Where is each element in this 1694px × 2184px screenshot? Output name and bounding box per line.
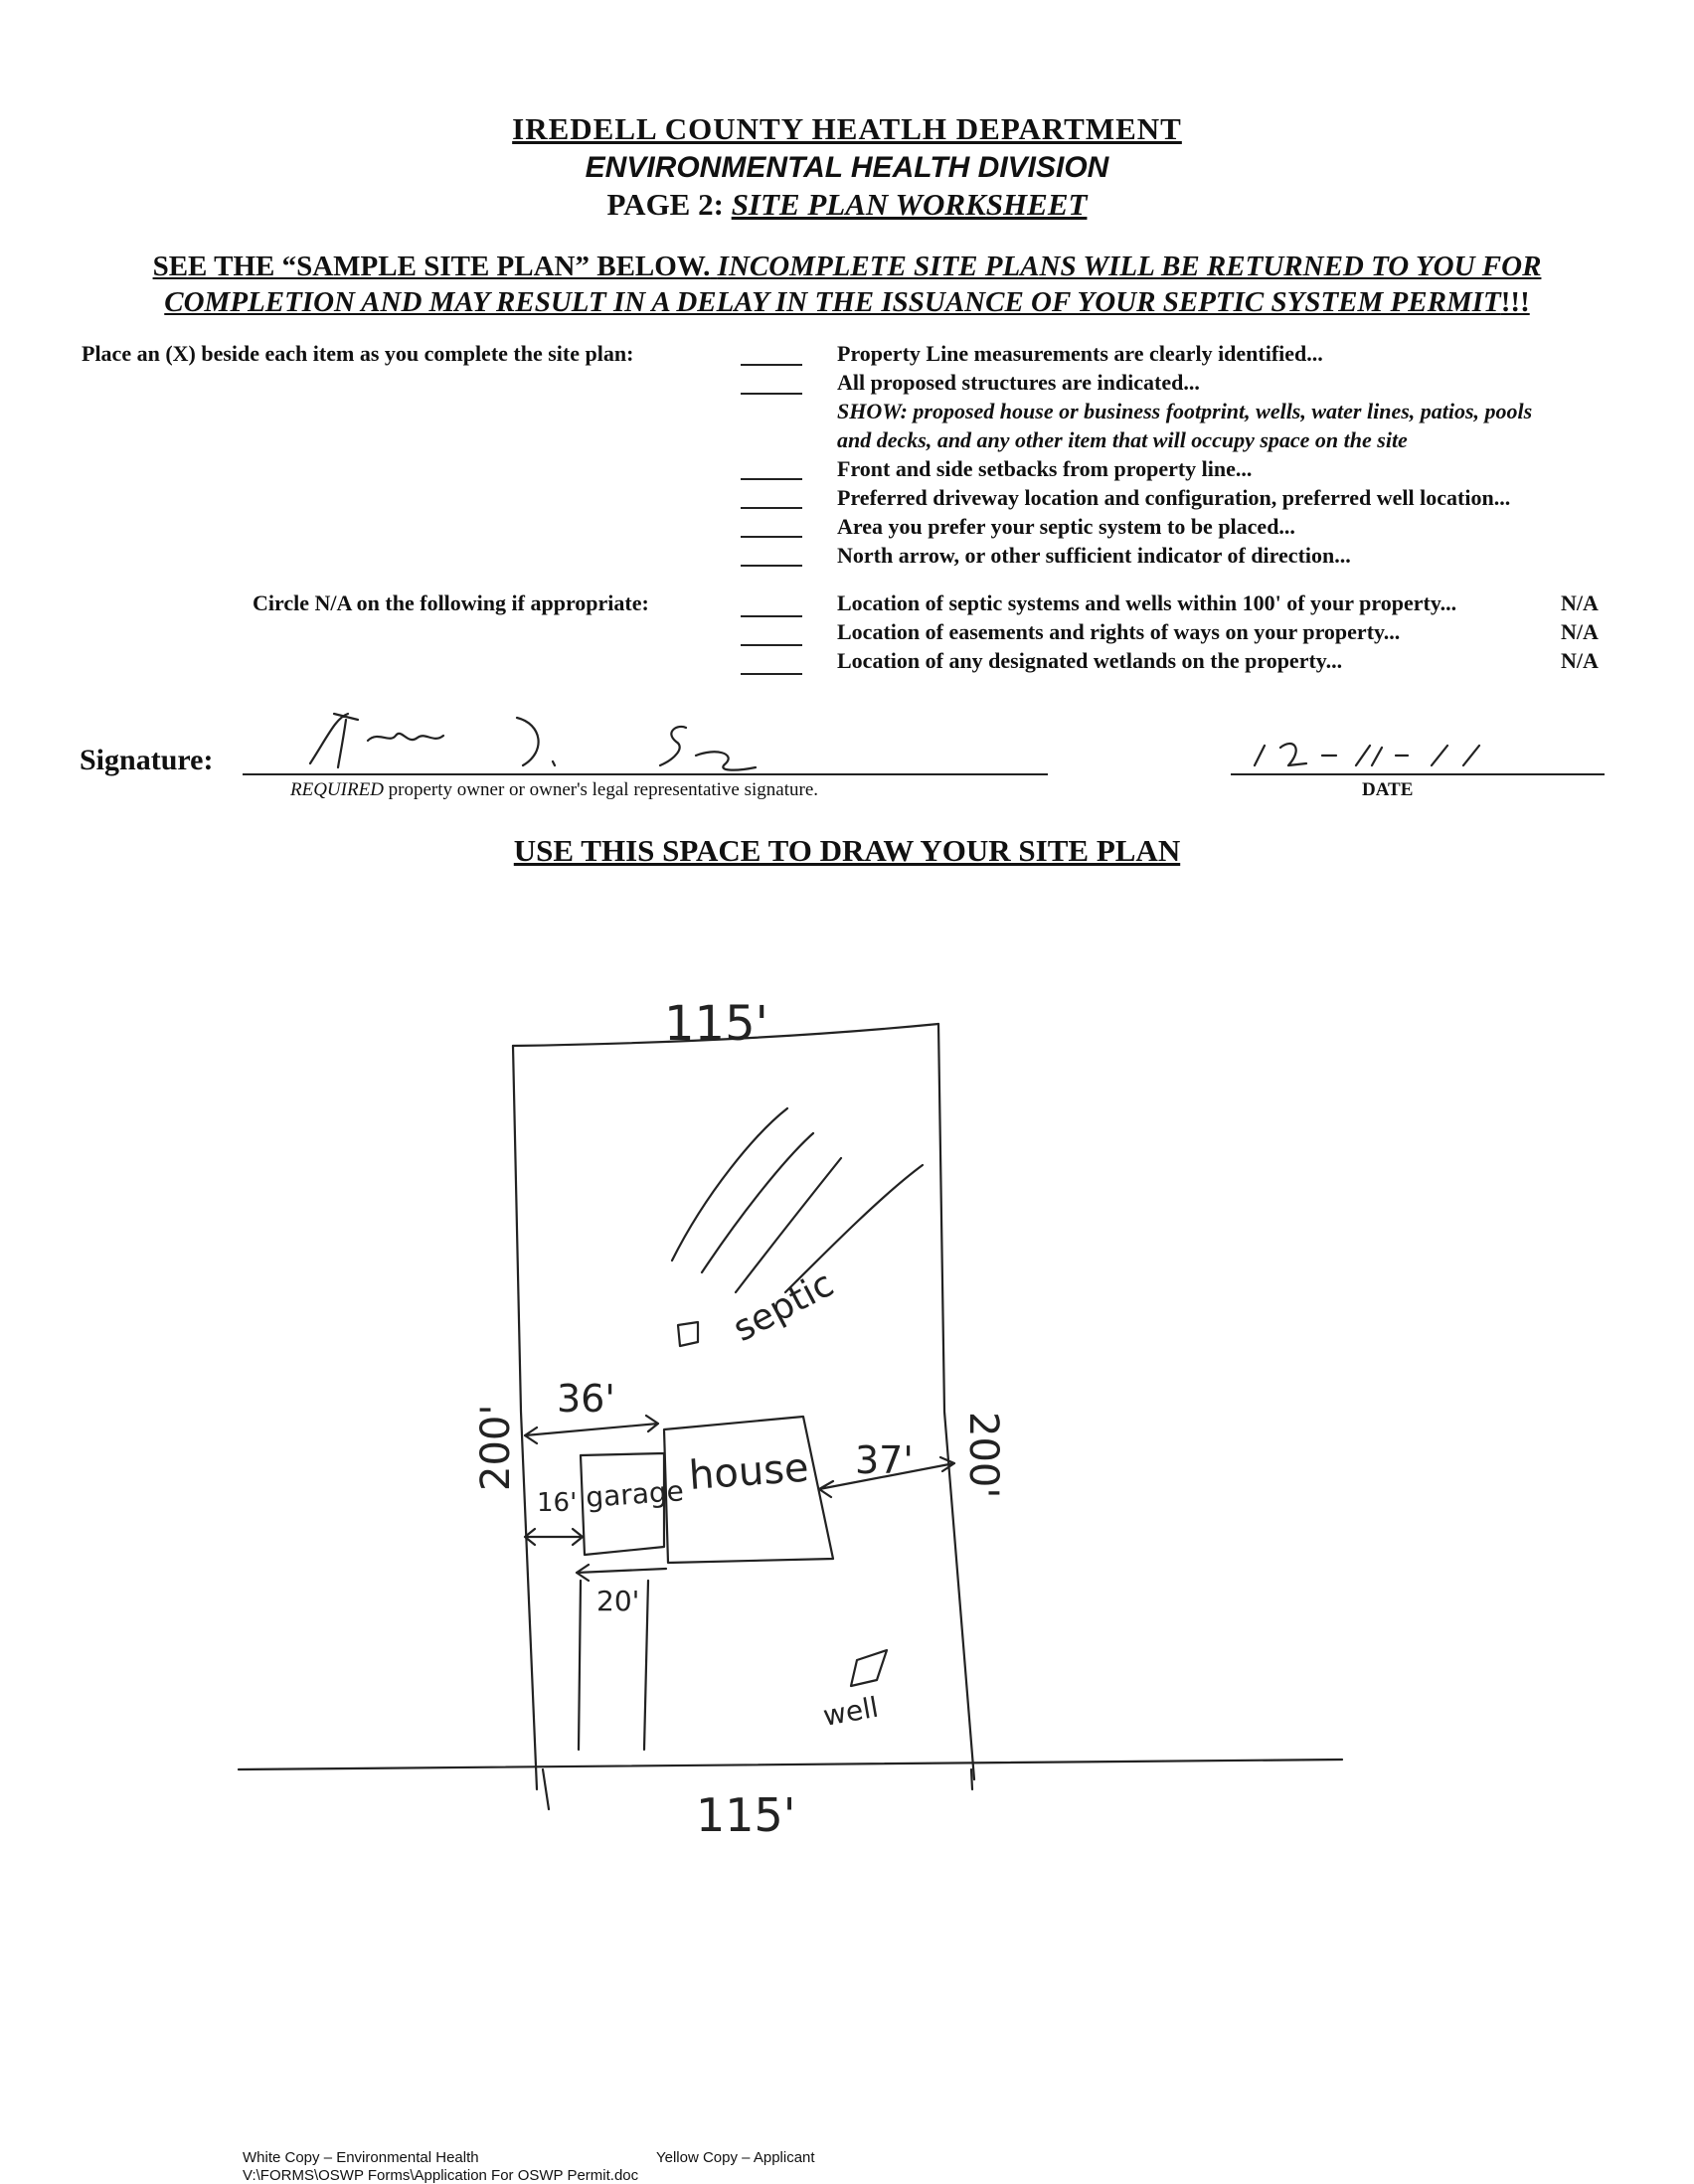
septic-hatch xyxy=(670,1106,925,1294)
incomplete-text-1: INCOMPLETE SITE PLANS WILL BE RETURNED T… xyxy=(717,251,1542,282)
road-tick-left xyxy=(541,1767,551,1811)
na-option-1[interactable]: N/A xyxy=(1561,590,1599,615)
footer-file-path: V:\FORMS\OSWP Forms\Application For OSWP… xyxy=(243,2167,639,2184)
septic-box xyxy=(676,1320,700,1348)
bottom-dim-label: 115' xyxy=(696,1788,795,1842)
side-setback-right-label: 37' xyxy=(855,1438,914,1482)
checklist-item-septic-area: Area you prefer your septic system to be… xyxy=(837,514,1295,539)
checkbox-line-2[interactable] xyxy=(741,393,802,395)
checklist-item-property-line: Property Line measurements are clearly i… xyxy=(837,341,1323,366)
property-top-line xyxy=(511,1022,940,1048)
checklist-instruction: Place an (X) beside each item as you com… xyxy=(82,341,634,366)
front-setback-arrow xyxy=(523,1414,660,1445)
right-dim-label: 200' xyxy=(960,1412,1006,1498)
checkbox-line-1[interactable] xyxy=(741,364,802,366)
na-checkbox-line-3[interactable] xyxy=(741,673,802,675)
na-item-wetlands: Location of any designated wetlands on t… xyxy=(837,648,1343,673)
checklist-item-setbacks: Front and side setbacks from property li… xyxy=(837,456,1253,481)
front-setback-label: 36' xyxy=(557,1377,615,1421)
signature-caption: REQUIRED property owner or owner's legal… xyxy=(290,779,818,801)
checkbox-line-6[interactable] xyxy=(741,565,802,567)
driveway-left xyxy=(577,1579,583,1752)
signature-caption-rest: property owner or owner's legal represen… xyxy=(383,779,819,800)
worksheet-title: SITE PLAN WORKSHEET xyxy=(731,187,1088,222)
garage-width-arrow xyxy=(575,1563,668,1583)
garage-outline xyxy=(579,1451,666,1557)
side-setback-left-label: 16' xyxy=(537,1488,577,1518)
na-checkbox-line-2[interactable] xyxy=(741,644,802,646)
date-line[interactable] xyxy=(1231,773,1605,775)
notice-line-2: COMPLETION AND MAY RESULT IN A DELAY IN … xyxy=(0,286,1694,319)
well-box xyxy=(849,1648,889,1688)
na-option-2[interactable]: N/A xyxy=(1561,619,1599,644)
division-title: ENVIRONMENTAL HEALTH DIVISION xyxy=(585,151,1109,184)
na-checkbox-line-1[interactable] xyxy=(741,615,802,617)
checklist-item-north-arrow: North arrow, or other sufficient indicat… xyxy=(837,543,1351,568)
property-right-line xyxy=(936,1022,976,1781)
footer-white-copy: White Copy – Environmental Health xyxy=(243,2149,479,2166)
house-label: house xyxy=(687,1445,810,1499)
notice-line-1: SEE THE “SAMPLE SITE PLAN” BELOW. INCOMP… xyxy=(0,251,1694,283)
side-setback-right-arrow xyxy=(817,1455,956,1499)
na-item-easements: Location of easements and rights of ways… xyxy=(837,619,1401,644)
date-scribble xyxy=(1253,742,1481,767)
checkbox-line-3[interactable] xyxy=(741,478,802,480)
road-line xyxy=(237,1758,1344,1771)
left-dim-label: 200' xyxy=(473,1405,519,1491)
footer-yellow-copy: Yellow Copy – Applicant xyxy=(656,2149,815,2166)
page-title: PAGE 2: SITE PLAN WORKSHEET xyxy=(0,187,1694,223)
date-label: DATE xyxy=(1362,779,1414,800)
top-dim-label: 115' xyxy=(664,996,768,1052)
required-text: REQUIRED xyxy=(290,779,384,800)
checkbox-line-4[interactable] xyxy=(741,507,802,509)
property-left-line xyxy=(511,1044,539,1791)
garage-width-label: 20' xyxy=(596,1585,639,1617)
driveway-right xyxy=(642,1579,650,1752)
draw-area-title: USE THIS SPACE TO DRAW YOUR SITE PLAN xyxy=(513,833,1181,868)
side-setback-left-arrow xyxy=(523,1527,585,1547)
checklist-item-show-1: SHOW: proposed house or business footpri… xyxy=(837,399,1533,423)
see-sample-text: SEE THE “SAMPLE SITE PLAN” BELOW. xyxy=(152,251,711,282)
signature-label: Signature: xyxy=(80,744,214,776)
checklist-item-structures: All proposed structures are indicated... xyxy=(837,370,1200,395)
na-option-3[interactable]: N/A xyxy=(1561,648,1599,673)
checklist-item-show-2: and decks, and any other item that will … xyxy=(837,427,1408,452)
signature-scribble xyxy=(308,712,758,771)
signature-line[interactable] xyxy=(243,773,1048,775)
well-label: well xyxy=(820,1691,881,1733)
house-outline xyxy=(662,1415,835,1565)
na-instruction: Circle N/A on the following if appropria… xyxy=(253,590,649,615)
department-title: IREDELL COUNTY HEATLH DEPARTMENT xyxy=(512,111,1182,146)
checklist-item-driveway: Preferred driveway location and configur… xyxy=(837,485,1511,510)
exclaim-text: !!! xyxy=(1500,286,1530,318)
septic-label: septic xyxy=(727,1263,840,1350)
na-item-septic-wells: Location of septic systems and wells wit… xyxy=(837,590,1457,615)
garage-label: garage xyxy=(585,1474,685,1514)
checkbox-line-5[interactable] xyxy=(741,536,802,538)
page-prefix: PAGE 2: xyxy=(606,187,724,222)
incomplete-text-2: COMPLETION AND MAY RESULT IN A DELAY IN … xyxy=(164,286,1501,318)
road-tick-right xyxy=(969,1767,974,1791)
